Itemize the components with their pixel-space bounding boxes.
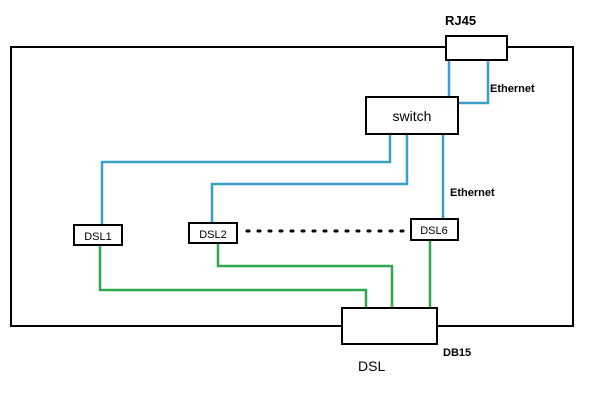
dsl2-module [188, 222, 238, 244]
rj45-label: RJ45 [445, 13, 476, 28]
db15-connector [341, 307, 438, 345]
wire-rj45-switch-right [459, 60, 490, 105]
dsl1-label: DSL1 [84, 231, 112, 243]
dsl6-module [410, 218, 459, 241]
ethernet-label-top: Ethernet [490, 83, 535, 95]
dsl1-module [73, 224, 123, 246]
switch-label: switch [393, 108, 432, 124]
dsl-label: DSL [358, 358, 385, 374]
dsl6-label: DSL6 [420, 225, 448, 237]
enclosure-box [10, 46, 574, 327]
rj45-connector [445, 35, 508, 61]
switch-box [365, 96, 459, 135]
wire-switch-dsl1 [100, 134, 392, 225]
wire-dsl2-db15 [216, 243, 394, 308]
wire-dsl1-db15 [98, 245, 368, 308]
ethernet-label-mid: Ethernet [450, 187, 495, 199]
ethernet-wires [100, 60, 490, 225]
wire-switch-dsl2 [210, 134, 409, 225]
dsl-wires [98, 240, 432, 308]
db15-label: DB15 [443, 347, 471, 359]
dsl2-label: DSL2 [199, 229, 227, 241]
